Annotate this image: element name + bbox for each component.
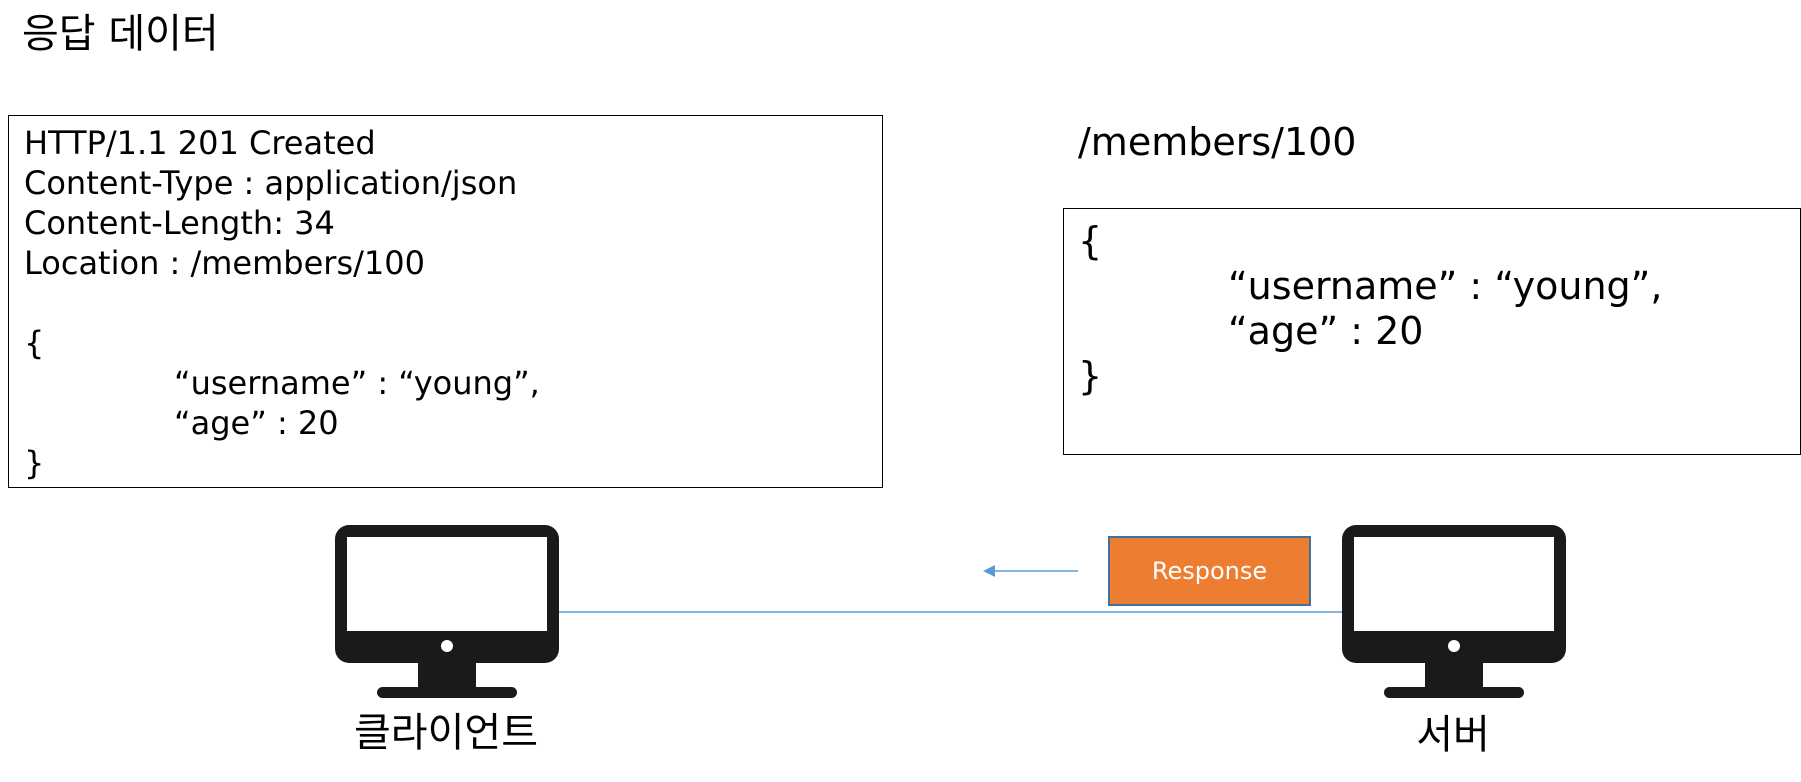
status-line: HTTP/1.1 201 Created <box>24 124 376 162</box>
header-line: Content-Length: 34 <box>24 204 335 242</box>
header-line: Location : /members/100 <box>24 244 425 282</box>
header-line: Content-Type : application/json <box>24 164 518 202</box>
server-label: 서버 <box>1416 712 1490 758</box>
http-response-message-box: HTTP/1.1 201 Created Content-Type : appl… <box>8 115 883 488</box>
body-open-brace: { <box>1078 219 1103 263</box>
body-close-brace: } <box>1078 354 1103 398</box>
response-label: Response <box>1108 536 1311 606</box>
client-monitor-icon <box>335 525 559 698</box>
body-line: “username” : “young”, <box>174 364 540 402</box>
body-close-brace: } <box>24 444 45 482</box>
client-label: 클라이언트 <box>354 710 538 756</box>
server-monitor-icon <box>1342 525 1566 698</box>
diagram-title: 응답 데이터 <box>22 11 219 57</box>
body-line: “age” : 20 <box>174 404 339 442</box>
resource-data-box: { “username” : “young”, “age” : 20 } <box>1063 208 1801 455</box>
body-open-brace: { <box>24 324 45 362</box>
arrow-left-icon <box>983 565 1078 577</box>
resource-path: /members/100 <box>1078 120 1357 164</box>
body-line: “age” : 20 <box>1228 309 1424 353</box>
body-line: “username” : “young”, <box>1228 264 1663 308</box>
